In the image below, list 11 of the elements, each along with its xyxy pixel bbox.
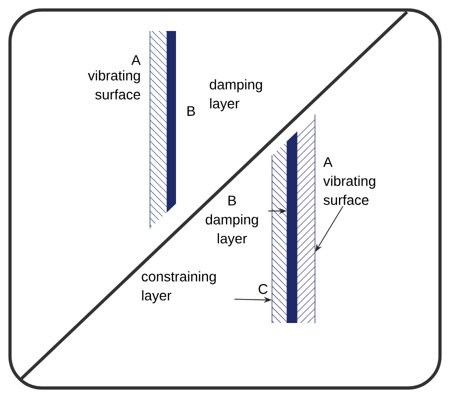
label-text: A vibrating surface [323, 157, 376, 205]
letter-label: B [187, 106, 195, 116]
letter-label: C [258, 284, 268, 294]
hatched-layer [272, 140, 288, 324]
damping-strip [287, 132, 297, 323]
label-text: damping layer [210, 79, 262, 112]
label-text: constraining layer [142, 271, 216, 304]
letter-label: A [131, 55, 141, 65]
label-text: vibrating surface [88, 70, 140, 100]
label-text: B damping layer [206, 196, 258, 246]
hatched-layer [296, 114, 316, 324]
